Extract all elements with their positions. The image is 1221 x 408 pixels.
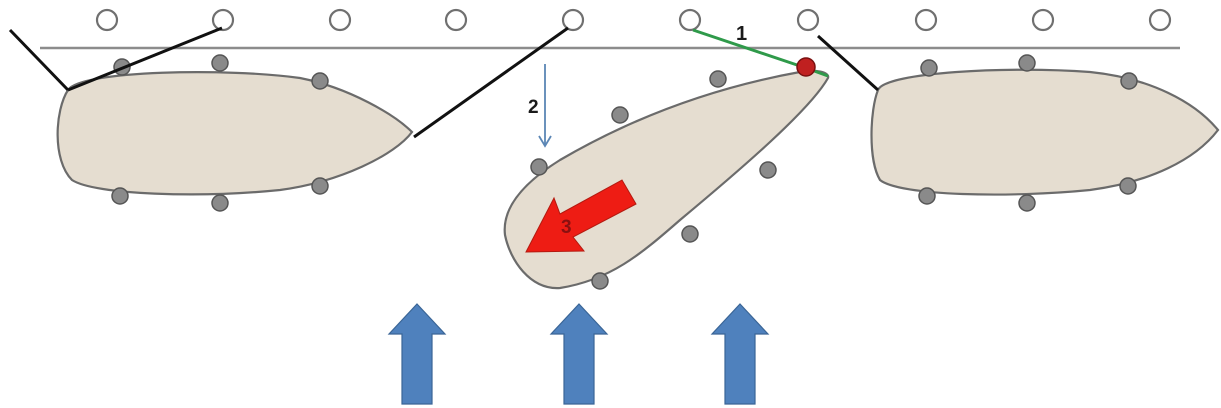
label-3: 3 (561, 217, 572, 238)
top-marker-circle-icon (328, 8, 352, 32)
peg-icon (681, 225, 699, 243)
flow-arrows (387, 303, 770, 405)
red-arrow-icon (525, 179, 637, 253)
left-hull (56, 71, 414, 196)
peg-icon (709, 70, 727, 88)
peg-icon (211, 54, 229, 72)
peg-icon (1018, 54, 1036, 72)
top-marker-circle-icon (561, 8, 585, 32)
top-marker-circle-icon (211, 8, 235, 32)
up-arrow-icon (710, 303, 770, 405)
label-1: 1 (736, 23, 747, 45)
peg-icon (1119, 177, 1137, 195)
peg-icon (211, 194, 229, 212)
peg-icon (311, 72, 329, 90)
label-2: 2 (528, 97, 539, 118)
peg-icon (611, 106, 629, 124)
right-hull-pegs (918, 54, 1138, 212)
peg-icon (1018, 194, 1036, 212)
peg-icon (311, 177, 329, 195)
middle-hull-pegs (530, 70, 777, 290)
peg-icon (111, 187, 129, 205)
top-marker-circle-icon (914, 8, 938, 32)
top-marker-circle-icon (678, 8, 702, 32)
top-marker-circle-icon (1148, 8, 1172, 32)
peg-icon (1120, 72, 1138, 90)
peg-icon (530, 158, 548, 176)
up-arrow-icon (387, 303, 447, 405)
left-hull-pegs (111, 54, 329, 212)
top-marker-circle-icon (444, 8, 468, 32)
left-hull-lines (8, 26, 569, 139)
top-marker-circle-icon (796, 8, 820, 32)
red-dot-icon (796, 57, 816, 77)
top-marker-circle-icon (1031, 8, 1055, 32)
peg-icon (920, 59, 938, 77)
right-hull (870, 68, 1220, 196)
peg-icon (918, 187, 936, 205)
down-arrow-icon (538, 64, 552, 148)
top-markers (95, 8, 1172, 32)
right-hull-line (816, 34, 880, 92)
up-arrow-icon (549, 303, 609, 405)
peg-icon (591, 272, 609, 290)
top-marker-circle-icon (95, 8, 119, 32)
middle-hull (503, 69, 830, 290)
peg-icon (759, 161, 777, 179)
